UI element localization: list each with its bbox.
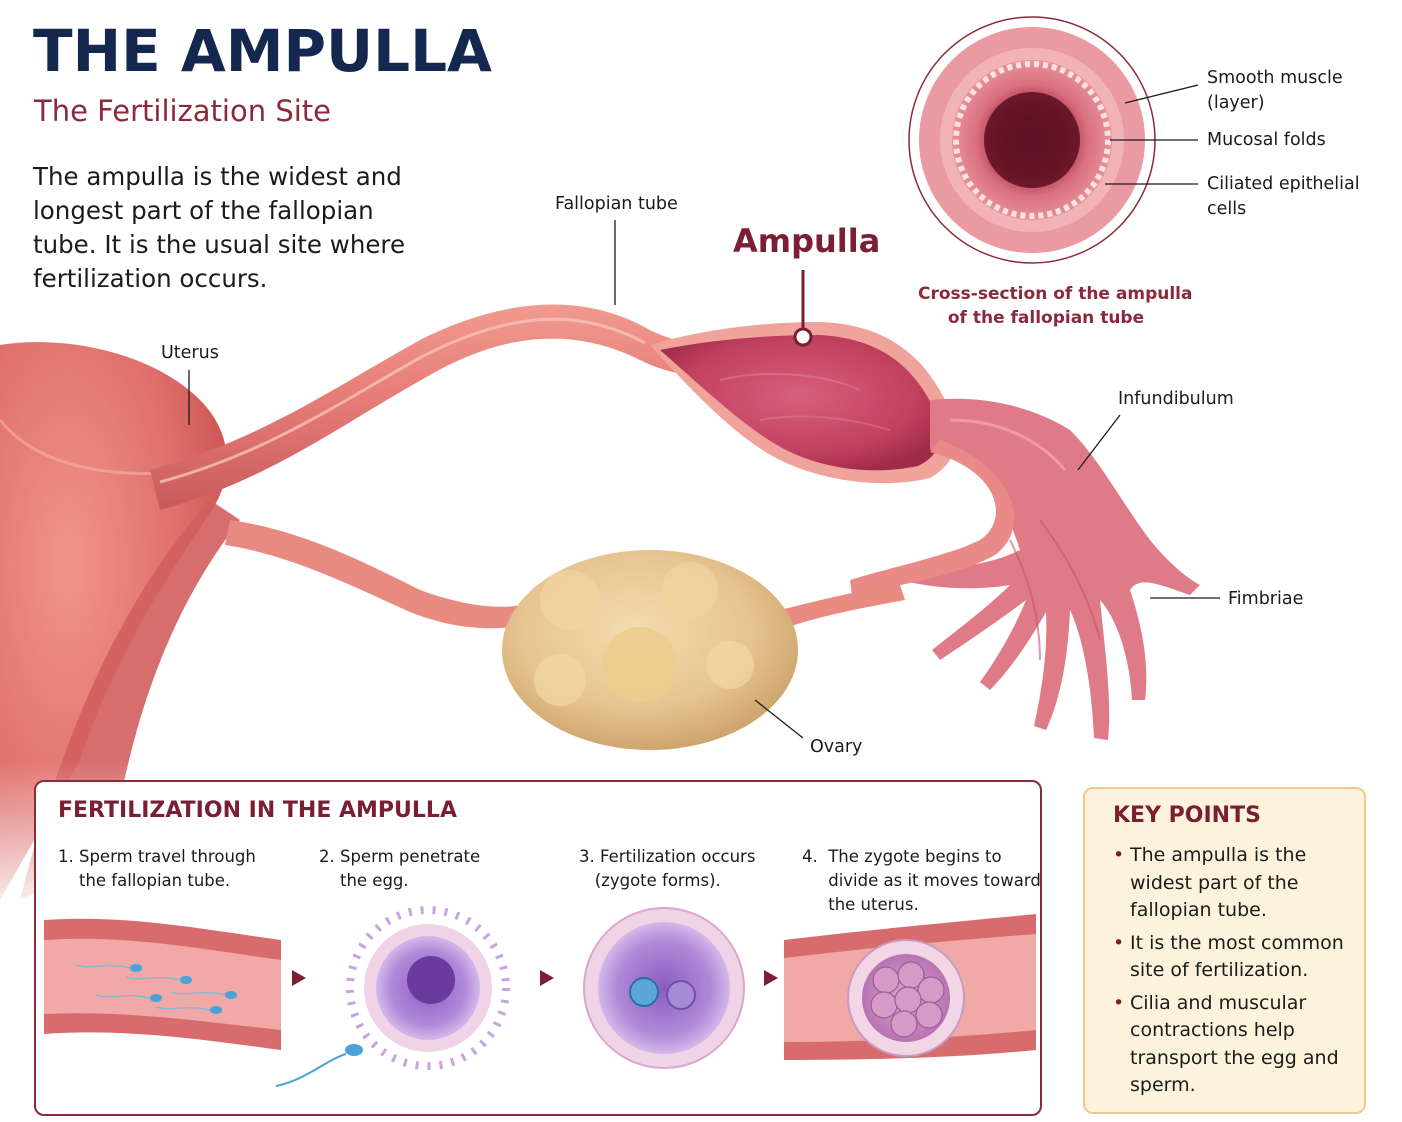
- step-2-image: [275, 906, 510, 1087]
- step-3-text: 3. Fertilization occurs (zygote forms).: [579, 847, 756, 890]
- fimbriae-shape: [850, 398, 1200, 740]
- intro-text: The ampulla is the widest and longest pa…: [33, 162, 406, 293]
- step-3-image: [583, 907, 745, 1069]
- key-points-list: The ampulla is the widest part of the fa…: [1110, 842, 1350, 1105]
- key-points-title: KEY POINTS: [1113, 803, 1261, 828]
- key-point-item: The ampulla is the widest part of the fa…: [1110, 842, 1350, 925]
- step-2-text: 2. Sperm penetrate the egg.: [319, 847, 481, 890]
- step-1-text: 1. Sperm travel through the fallopian tu…: [58, 847, 256, 890]
- page-title: THE AMPULLA: [33, 17, 492, 85]
- ampulla-shape: [650, 322, 955, 484]
- cross-section-diagram: [908, 16, 1156, 264]
- arrow-icon: [292, 970, 306, 986]
- fertilization-steps-illustration: [44, 906, 1036, 1087]
- arrow-icon: [764, 970, 778, 986]
- fallopian-tube-shape: [150, 304, 770, 510]
- ovary-shape: [225, 520, 905, 750]
- ampulla-pointer: [793, 270, 813, 347]
- leader-lines: [188, 84, 1220, 739]
- key-point-item: Cilia and muscular contractions help tra…: [1110, 990, 1350, 1100]
- step-4-text: 4. The zygote begins to divide as it mov…: [802, 847, 1041, 914]
- label-infundibulum: Infundibulum: [1118, 389, 1234, 409]
- label-smooth-muscle: Smooth muscle (layer): [1207, 68, 1343, 113]
- label-ovary: Ovary: [810, 737, 863, 757]
- key-point-item: It is the most common site of fertilizat…: [1110, 930, 1350, 985]
- fertilization-title: FERTILIZATION IN THE AMPULLA: [58, 798, 457, 823]
- label-fallopian-tube: Fallopian tube: [555, 194, 678, 214]
- label-mucosal-folds: Mucosal folds: [1207, 130, 1326, 150]
- step-1-image: [44, 918, 281, 1050]
- label-ciliated-cells: Ciliated epithelial cells: [1207, 174, 1360, 219]
- label-ampulla: Ampulla: [733, 222, 881, 260]
- step-4-image: [784, 914, 1036, 1060]
- cross-section-caption: Cross-section of the ampulla of the fall…: [918, 284, 1193, 328]
- page-subtitle: The Fertilization Site: [34, 94, 331, 128]
- label-uterus: Uterus: [161, 343, 219, 363]
- label-fimbriae: Fimbriae: [1228, 589, 1304, 609]
- arrow-icon: [540, 970, 554, 986]
